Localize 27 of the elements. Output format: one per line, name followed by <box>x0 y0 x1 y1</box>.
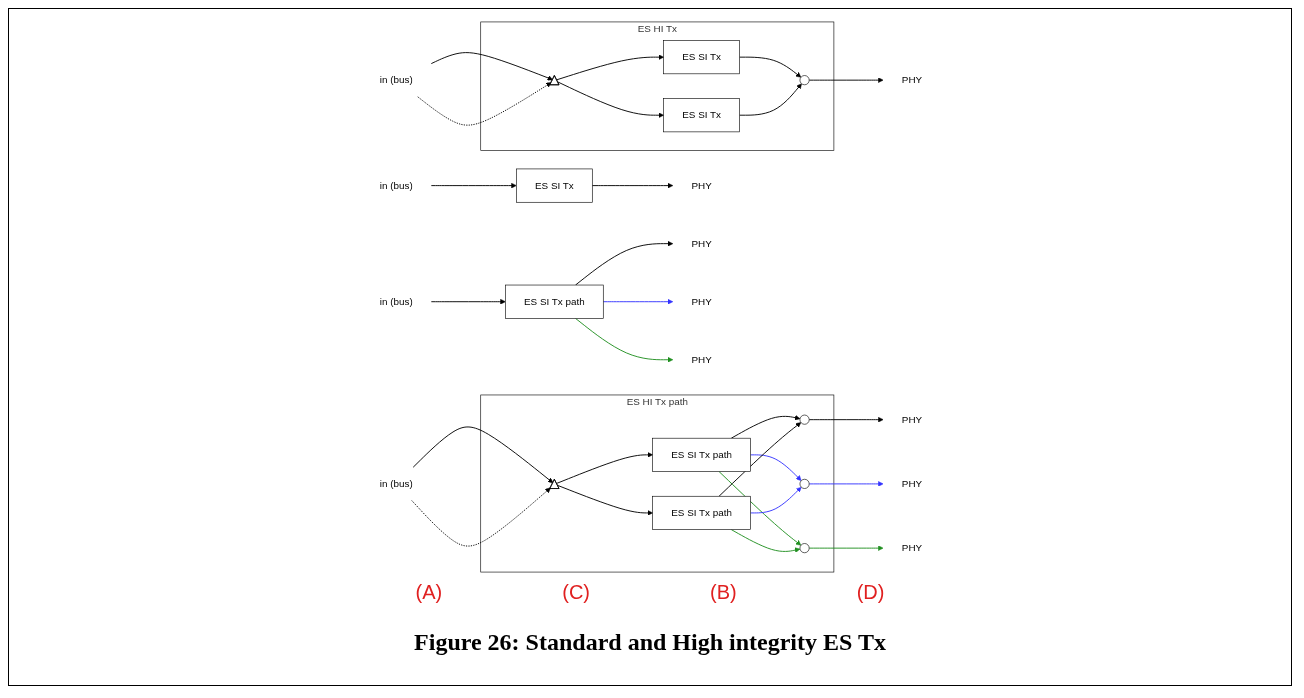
node-box: ES SI Tx <box>663 98 740 133</box>
panel-label: (C) <box>562 581 590 603</box>
node-circle <box>799 414 810 425</box>
panel-label: (D) <box>856 581 885 603</box>
node-circle <box>799 478 810 489</box>
node-box: ES SI Tx path <box>652 495 751 530</box>
node-box: ES SI Tx path <box>505 284 604 319</box>
panel-label: (B) <box>710 581 737 603</box>
panel-label: (A) <box>415 581 443 603</box>
node-text: PHY <box>691 296 712 307</box>
node-text: PHY <box>901 542 923 554</box>
node-text: in (bus) <box>379 74 413 86</box>
node-text: PHY <box>691 238 712 249</box>
node-text: PHY <box>901 74 923 86</box>
node-circle <box>799 543 810 554</box>
node-text: in (bus) <box>379 296 413 307</box>
node-box: ES SI Tx path <box>652 437 751 472</box>
node-text: PHY <box>691 354 712 365</box>
node-text: in (bus) <box>379 180 413 191</box>
node-circle <box>799 75 810 86</box>
node-box: ES SI Tx <box>663 40 740 75</box>
node-text: in (bus) <box>379 478 413 489</box>
node-text: PHY <box>901 414 923 425</box>
figure-caption: Figure 26: Standard and High integrity ES Tx <box>413 629 887 656</box>
node-text: PHY <box>901 478 923 489</box>
node-text: PHY <box>691 180 712 191</box>
node-box: ES SI Tx <box>516 168 593 203</box>
